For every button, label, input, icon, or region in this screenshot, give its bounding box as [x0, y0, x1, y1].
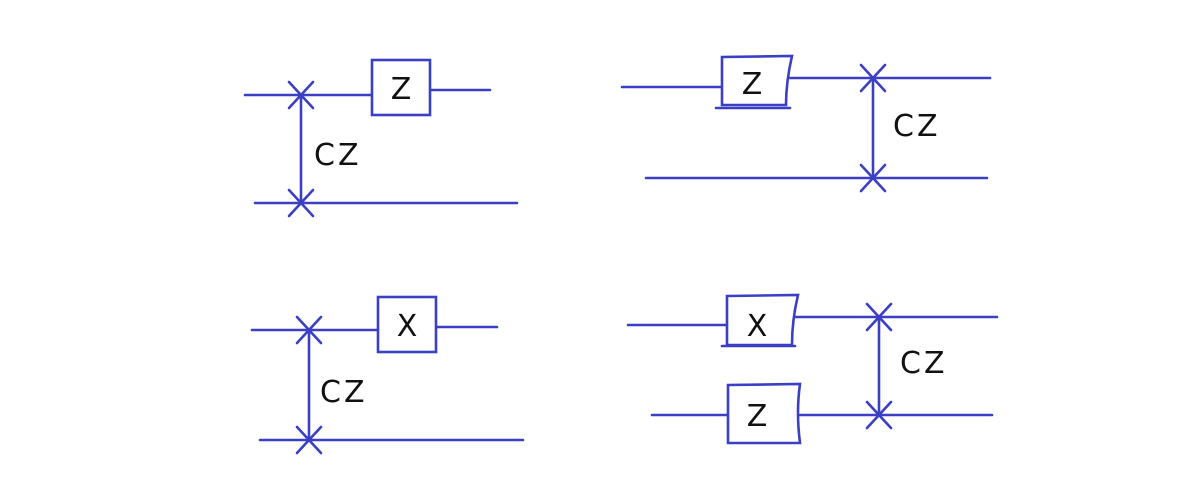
cz-control-cross-bottom [865, 400, 893, 430]
circuit-x-z-then-cz: X Z CZ [626, 293, 999, 445]
cz-control-cross-bottom [287, 188, 315, 218]
cz-control-cross-bottom [859, 163, 887, 193]
circuit-cz-then-z: Z CZ [243, 58, 519, 218]
z-gate-box [720, 54, 794, 107]
cz-control-cross-top [865, 302, 893, 332]
z-gate-box [370, 58, 432, 117]
z-gate-label: Z [391, 72, 412, 107]
cz-label: CZ [900, 346, 948, 381]
z-gate-box [726, 382, 802, 445]
circuit-cz-then-x: X CZ [250, 295, 525, 455]
cz-label: CZ [893, 109, 941, 144]
z-gate-label: Z [742, 67, 763, 102]
cz-control-cross-top [859, 63, 887, 93]
z-gate-label: Z [747, 399, 768, 434]
cz-label: CZ [320, 375, 368, 410]
x-gate-label: X [747, 309, 768, 344]
cz-control-cross-top [295, 315, 323, 345]
x-gate-box [376, 295, 438, 354]
cz-control-cross-bottom [295, 425, 323, 455]
circuit-z-then-cz: Z CZ [620, 54, 992, 193]
cz-control-cross-top [287, 80, 315, 110]
cz-label: CZ [314, 138, 362, 173]
x-gate-label: X [397, 309, 418, 344]
